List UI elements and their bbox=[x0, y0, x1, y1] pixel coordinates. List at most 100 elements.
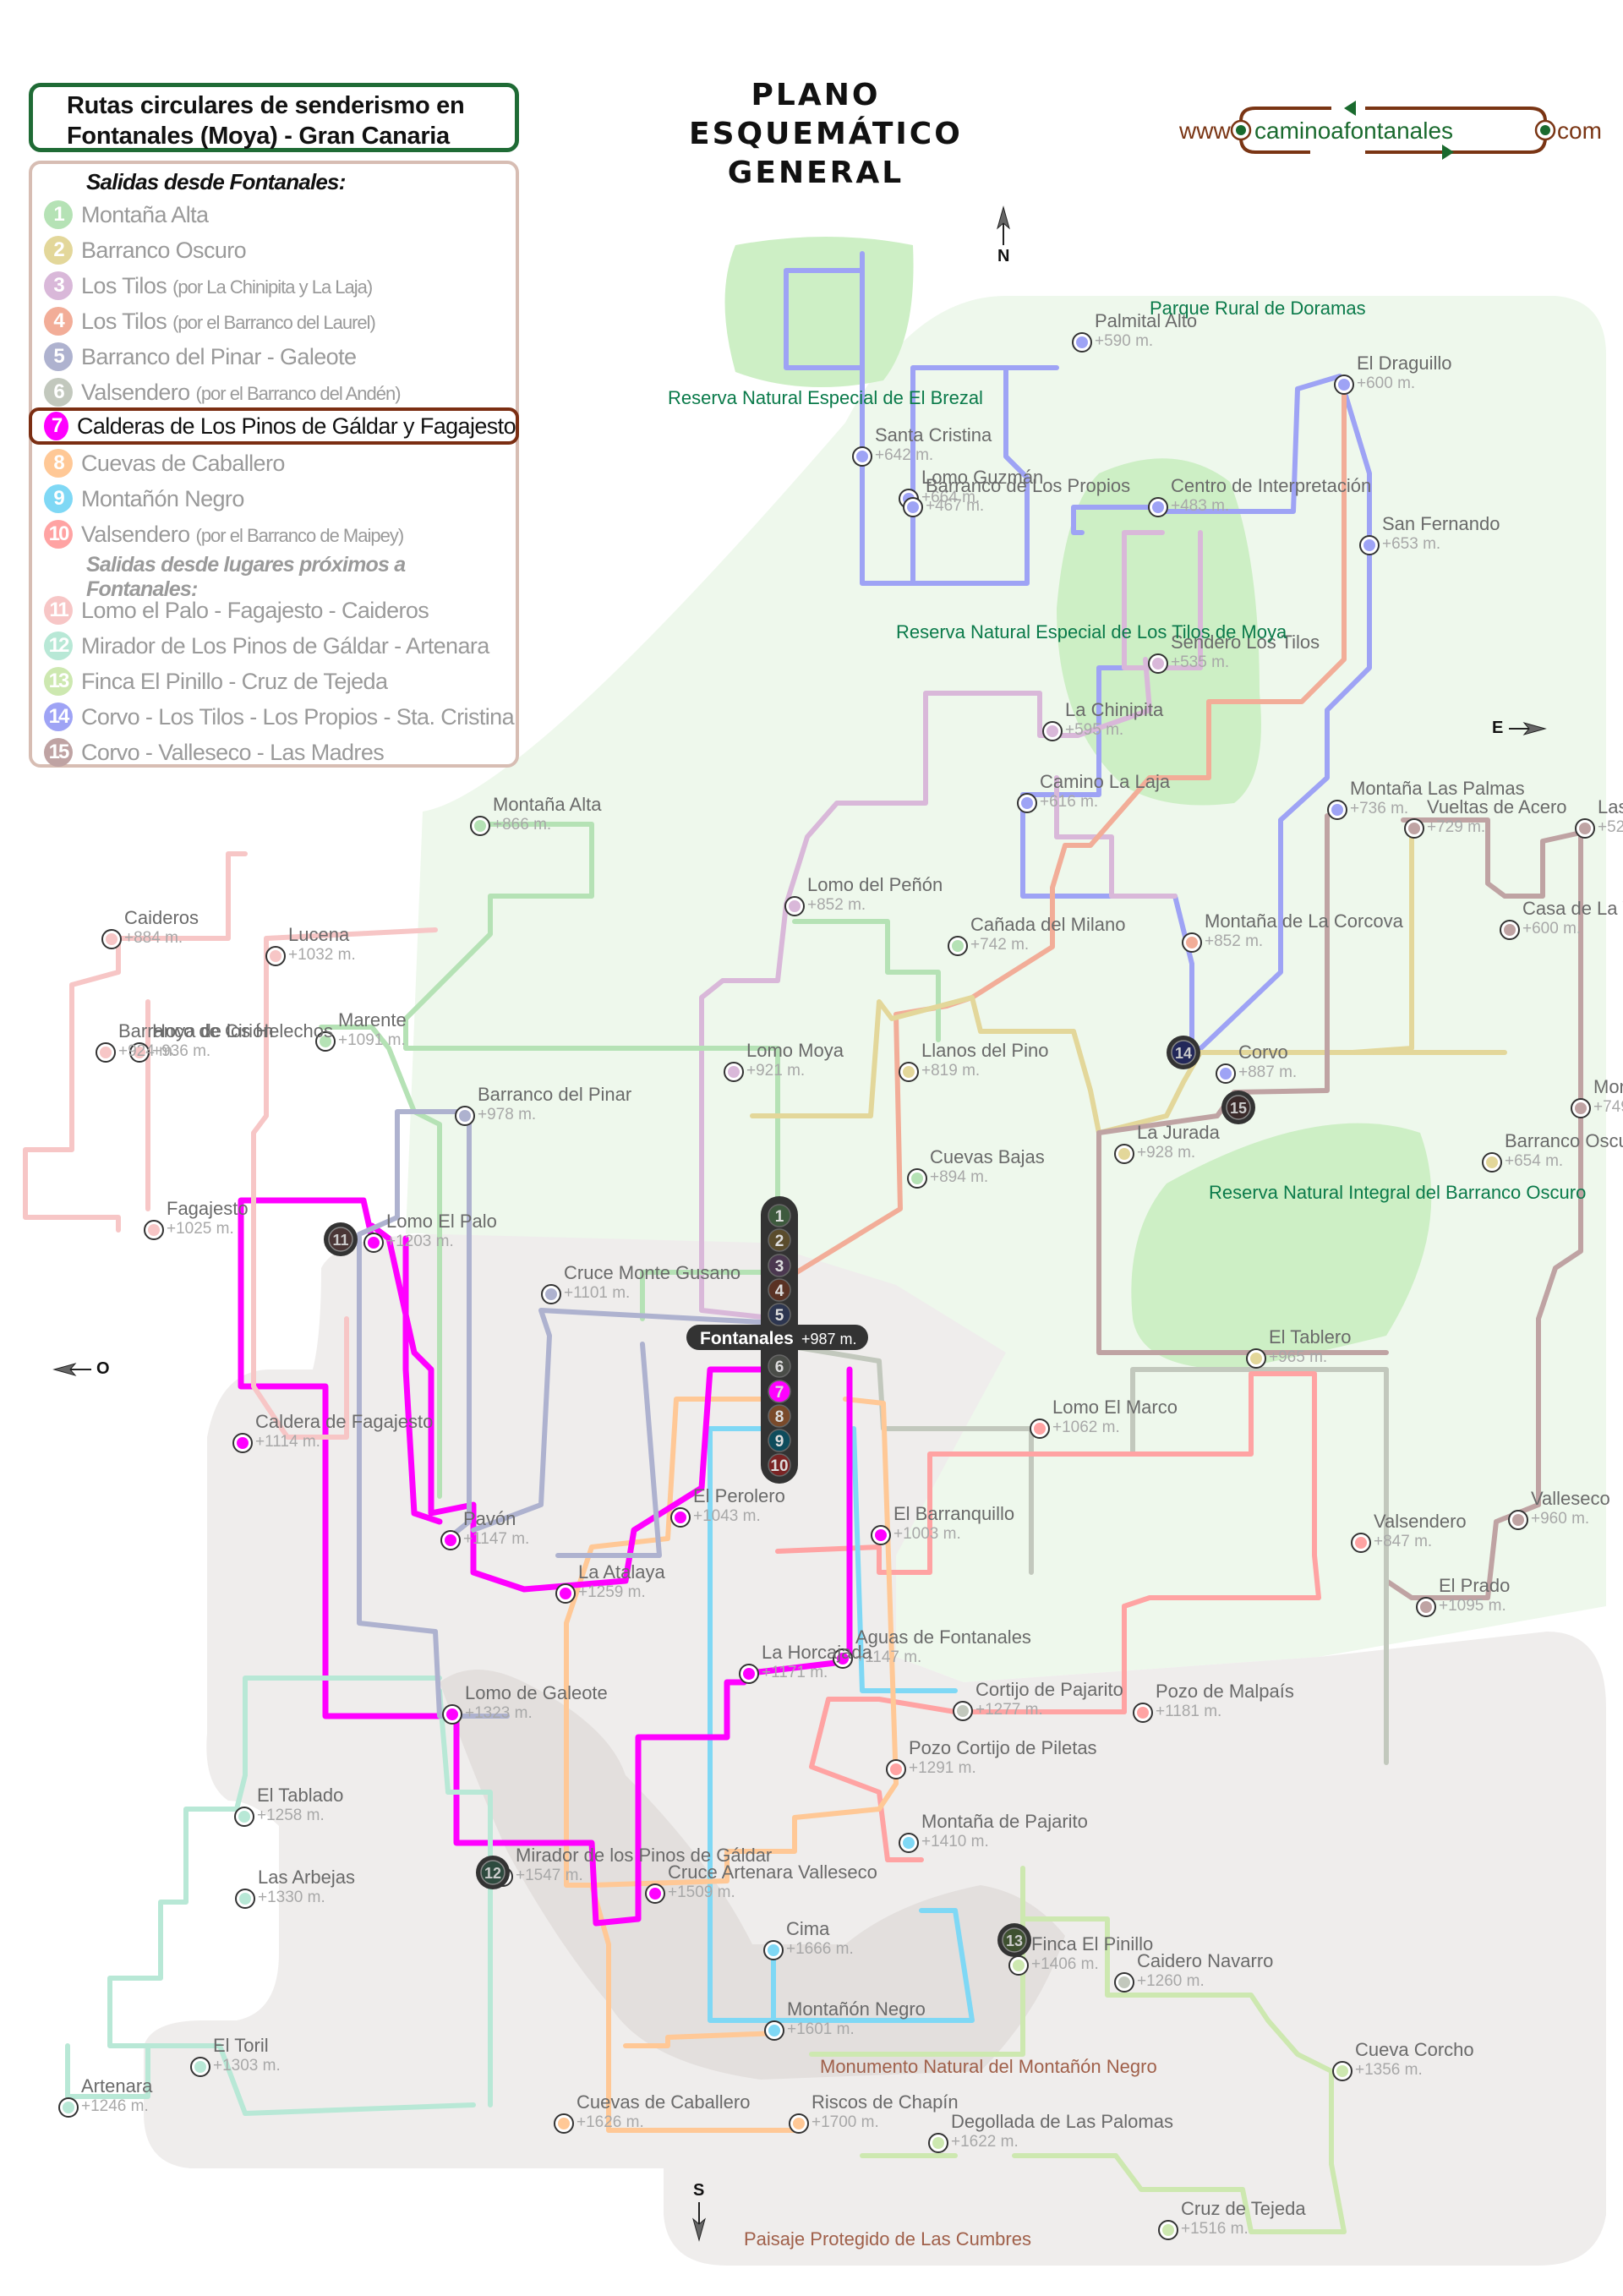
station-marker[interactable] bbox=[190, 2057, 210, 2077]
hub-route-7[interactable] bbox=[768, 1380, 791, 1403]
station-marker[interactable] bbox=[1017, 793, 1037, 813]
station-marker[interactable] bbox=[541, 1284, 561, 1304]
station-marker[interactable] bbox=[1332, 2061, 1352, 2081]
station-marker[interactable] bbox=[1359, 535, 1380, 555]
station-marker[interactable] bbox=[554, 2113, 574, 2134]
hub-route-3[interactable] bbox=[768, 1254, 791, 1277]
hub-route-2[interactable] bbox=[768, 1228, 791, 1252]
station-marker[interactable] bbox=[1416, 1597, 1436, 1617]
station-marker[interactable] bbox=[789, 2113, 809, 2134]
website-logo[interactable]: www caminoafontanales com bbox=[1175, 91, 1606, 167]
station-marker[interactable] bbox=[1042, 721, 1063, 741]
station-marker[interactable] bbox=[724, 1062, 744, 1082]
station-marker[interactable] bbox=[1575, 818, 1595, 839]
start-badge-11[interactable]: 11 bbox=[324, 1222, 358, 1256]
hub-route-9[interactable] bbox=[768, 1429, 791, 1452]
hub-route-number: 5 bbox=[775, 1307, 784, 1325]
station-marker[interactable] bbox=[1114, 1144, 1134, 1164]
station-marker[interactable] bbox=[1158, 2220, 1178, 2240]
station-marker[interactable] bbox=[764, 2020, 784, 2041]
station-marker[interactable] bbox=[1148, 653, 1168, 674]
station-marker[interactable] bbox=[265, 946, 286, 966]
station-marker[interactable] bbox=[470, 816, 490, 836]
hub-route-5[interactable] bbox=[768, 1303, 791, 1326]
station-marker[interactable] bbox=[96, 1042, 116, 1063]
station-marker[interactable] bbox=[440, 1530, 461, 1550]
start-badge-12[interactable]: 12 bbox=[476, 1856, 510, 1889]
start-badge-15[interactable]: 15 bbox=[1221, 1091, 1255, 1124]
station-marker[interactable] bbox=[1482, 1152, 1502, 1173]
station-marker[interactable] bbox=[907, 1168, 927, 1189]
station-marker[interactable] bbox=[1072, 332, 1092, 353]
station-marker[interactable] bbox=[235, 1889, 255, 1909]
station-marker[interactable] bbox=[234, 1807, 254, 1827]
station-marker[interactable] bbox=[1216, 1063, 1236, 1084]
station-marker[interactable] bbox=[1030, 1419, 1050, 1439]
station-marker[interactable] bbox=[1404, 818, 1424, 839]
station-marker[interactable] bbox=[670, 1507, 691, 1528]
hub-route-8[interactable] bbox=[768, 1404, 791, 1428]
station-marker[interactable] bbox=[58, 2097, 79, 2118]
station-marker[interactable] bbox=[953, 1701, 973, 1721]
station-marker[interactable] bbox=[1148, 497, 1168, 517]
station-marker[interactable] bbox=[442, 1704, 462, 1725]
station-marker[interactable] bbox=[363, 1233, 384, 1253]
start-badge-13[interactable]: 13 bbox=[997, 1923, 1031, 1957]
station-marker[interactable] bbox=[1182, 932, 1202, 953]
station-marker[interactable] bbox=[455, 1106, 475, 1126]
hub-route-4[interactable] bbox=[768, 1278, 791, 1302]
station-marker[interactable] bbox=[555, 1583, 576, 1604]
station-marker[interactable] bbox=[1327, 800, 1347, 820]
station-marker[interactable] bbox=[1500, 920, 1520, 940]
station-marker[interactable] bbox=[645, 1883, 665, 1904]
station-marker[interactable] bbox=[784, 896, 805, 916]
station-marker[interactable] bbox=[852, 446, 872, 467]
station-marker[interactable] bbox=[232, 1433, 253, 1453]
station-marker[interactable] bbox=[101, 929, 122, 949]
station-marker[interactable] bbox=[1133, 1703, 1153, 1723]
station-marker[interactable] bbox=[1114, 1972, 1134, 1993]
station-marker[interactable] bbox=[948, 936, 968, 956]
hub-route-6[interactable] bbox=[768, 1354, 791, 1378]
station-marker[interactable] bbox=[1008, 1955, 1029, 1976]
station-marker[interactable] bbox=[315, 1031, 336, 1052]
hub-route-10[interactable] bbox=[768, 1453, 791, 1477]
station-marker[interactable] bbox=[763, 1940, 784, 1960]
place-altitude: +1323 m. bbox=[465, 1704, 533, 1722]
station-marker[interactable] bbox=[886, 1759, 906, 1779]
station-marker[interactable] bbox=[1351, 1533, 1371, 1553]
station-marker[interactable] bbox=[129, 1042, 150, 1063]
station-marker[interactable] bbox=[1246, 1348, 1266, 1369]
station-marker[interactable] bbox=[899, 1062, 919, 1082]
hub-route-1[interactable] bbox=[768, 1204, 791, 1227]
station-marker[interactable] bbox=[833, 1648, 853, 1669]
station-marker[interactable] bbox=[1571, 1098, 1591, 1118]
hub-altitude: +987 m. bbox=[801, 1331, 857, 1348]
station-marker[interactable] bbox=[1334, 374, 1354, 395]
station-marker[interactable] bbox=[739, 1664, 759, 1684]
station-marker[interactable] bbox=[899, 1833, 919, 1853]
station-marker[interactable] bbox=[903, 497, 923, 517]
station-marker[interactable] bbox=[1508, 1510, 1528, 1530]
place-altitude: +1062 m. bbox=[1052, 1419, 1120, 1436]
station-marker[interactable] bbox=[144, 1220, 164, 1240]
station-marker[interactable] bbox=[871, 1525, 891, 1545]
start-badge-14[interactable]: 14 bbox=[1167, 1036, 1200, 1069]
station-marker[interactable] bbox=[928, 2133, 948, 2153]
